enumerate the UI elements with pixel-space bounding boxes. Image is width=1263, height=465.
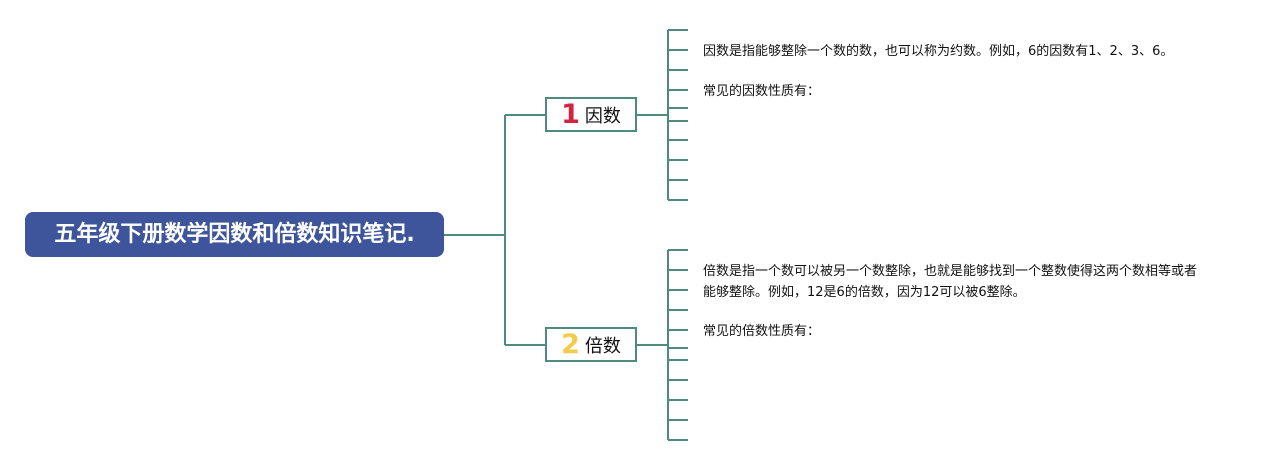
multiple-properties-heading[interactable]: 常见的倍数性质有：	[703, 324, 821, 339]
branch-number-badge: 1	[561, 99, 580, 130]
factor-definition-note[interactable]: 因数是指能够整除一个数的数，也可以称为约数。例如，6的因数有1、2、3、6。	[703, 44, 1174, 59]
root-title: 五年级下册数学因数和倍数知识笔记.	[54, 222, 415, 247]
branch-label: 因数	[584, 105, 621, 127]
root-topic[interactable]: 五年级下册数学因数和倍数知识笔记.	[25, 212, 444, 257]
branch-number-badge: 2	[561, 329, 580, 360]
branch-label: 倍数	[584, 335, 621, 357]
branch-topic-factors[interactable]: 1 因数	[545, 97, 637, 132]
multiple-definition-note[interactable]: 倍数是指一个数可以被另一个数整除，也就是能够找到一个整数使得这两个数相等或者能够…	[703, 264, 1198, 300]
branch-topic-multiples[interactable]: 2 倍数	[545, 327, 637, 362]
factor-properties-heading[interactable]: 常见的因数性质有：	[703, 84, 821, 99]
